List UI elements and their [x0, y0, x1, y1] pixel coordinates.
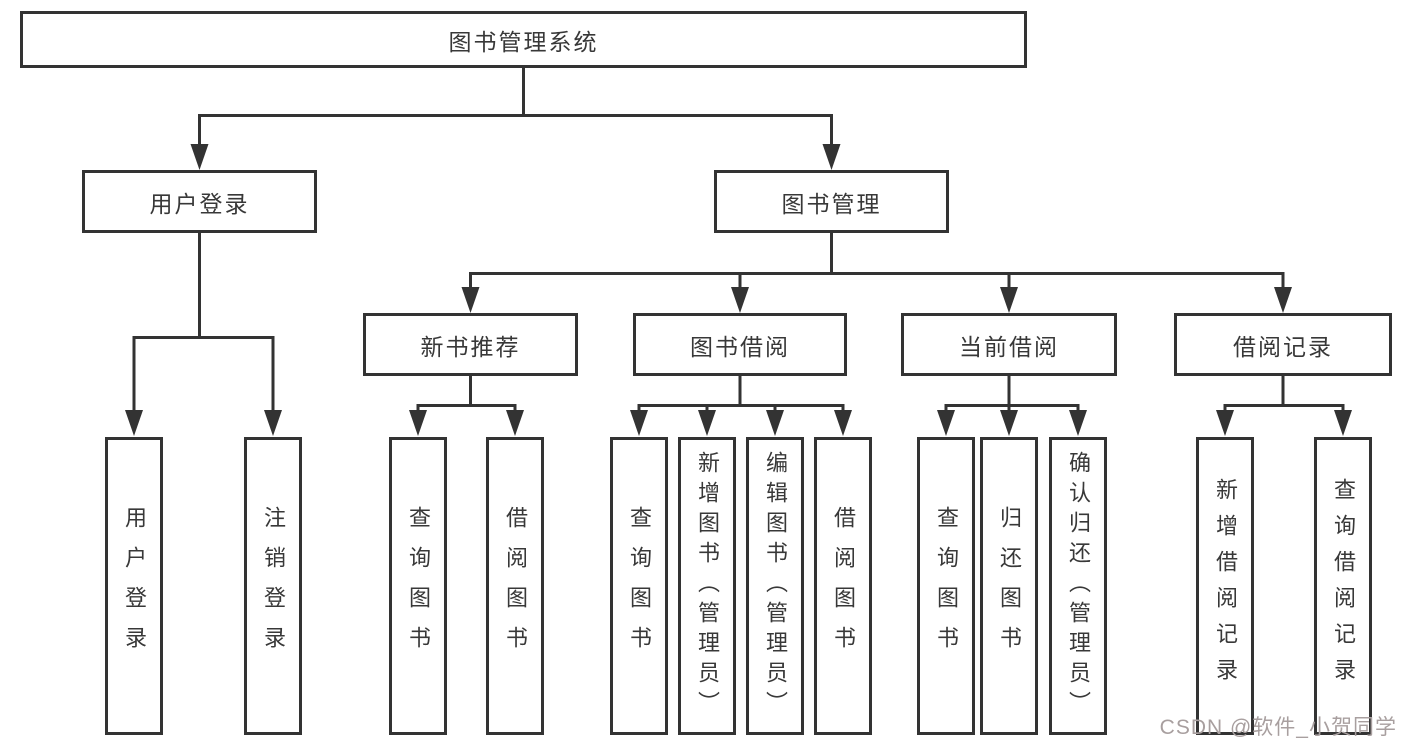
- leaf-records-add-record: 新增借阅记录: [1196, 437, 1254, 735]
- node-label: 图书借阅: [690, 333, 790, 360]
- level3-leaf-connectors: [416, 376, 1345, 416]
- node-label: 查询图书: [406, 506, 431, 666]
- node-label: 确认归还（管理员）: [1066, 451, 1091, 721]
- node-label: 用户登录: [122, 506, 147, 666]
- node-book-management: 图书管理: [714, 170, 949, 233]
- leaf-newbook-borrow-books: 借阅图书: [486, 437, 544, 735]
- node-borrowing-records: 借阅记录: [1174, 313, 1392, 376]
- node-label: 查询借阅记录: [1331, 478, 1356, 694]
- leaf-logout: 注销登录: [244, 437, 302, 735]
- leaf-borrow-query-books: 查询图书: [610, 437, 668, 735]
- node-user-login: 用户登录: [82, 170, 317, 233]
- node-book-borrowing: 图书借阅: [633, 313, 847, 376]
- node-label: 借阅记录: [1233, 333, 1333, 360]
- node-label: 归还图书: [997, 506, 1022, 666]
- root-branch-connector: [198, 68, 833, 150]
- node-label: 图书管理系统: [448, 28, 599, 55]
- leaf-current-query-books: 查询图书: [917, 437, 975, 735]
- node-new-book-recommendation: 新书推荐: [363, 313, 578, 376]
- leaf-current-return-books: 归还图书: [980, 437, 1038, 735]
- leaf-current-confirm-return-admin: 确认归还（管理员）: [1049, 437, 1107, 735]
- arrowhead-icons: [125, 144, 1352, 436]
- leaf-records-query-record: 查询借阅记录: [1314, 437, 1372, 735]
- leaf-user-login: 用户登录: [105, 437, 163, 735]
- leaf-borrow-edit-books-admin: 编辑图书（管理员）: [746, 437, 804, 735]
- leaf-borrow-add-books-admin: 新增图书（管理员）: [678, 437, 736, 735]
- node-label: 图书管理: [781, 190, 882, 217]
- node-library-management-system: 图书管理系统: [20, 11, 1027, 68]
- node-label: 用户登录: [149, 190, 250, 217]
- node-label: 查询图书: [934, 506, 959, 666]
- leaf-newbook-query-books: 查询图书: [389, 437, 447, 735]
- node-current-borrowing: 当前借阅: [901, 313, 1117, 376]
- node-label: 查询图书: [627, 506, 652, 666]
- node-label: 借阅图书: [831, 506, 856, 666]
- node-label: 新增借阅记录: [1213, 478, 1238, 694]
- node-label: 编辑图书（管理员）: [763, 451, 788, 721]
- leaf-borrow-borrow-books: 借阅图书: [814, 437, 872, 735]
- node-label: 新书推荐: [420, 333, 521, 360]
- node-label: 新增图书（管理员）: [695, 451, 720, 721]
- node-label: 借阅图书: [503, 506, 528, 666]
- csdn-watermark: CSDN @软件_小贺同学: [1159, 716, 1397, 739]
- node-label: 注销登录: [261, 506, 286, 666]
- node-label: 当前借阅: [959, 333, 1059, 360]
- user-login-branch-connector: [132, 233, 275, 416]
- book-management-branch-connector: [469, 233, 1285, 292]
